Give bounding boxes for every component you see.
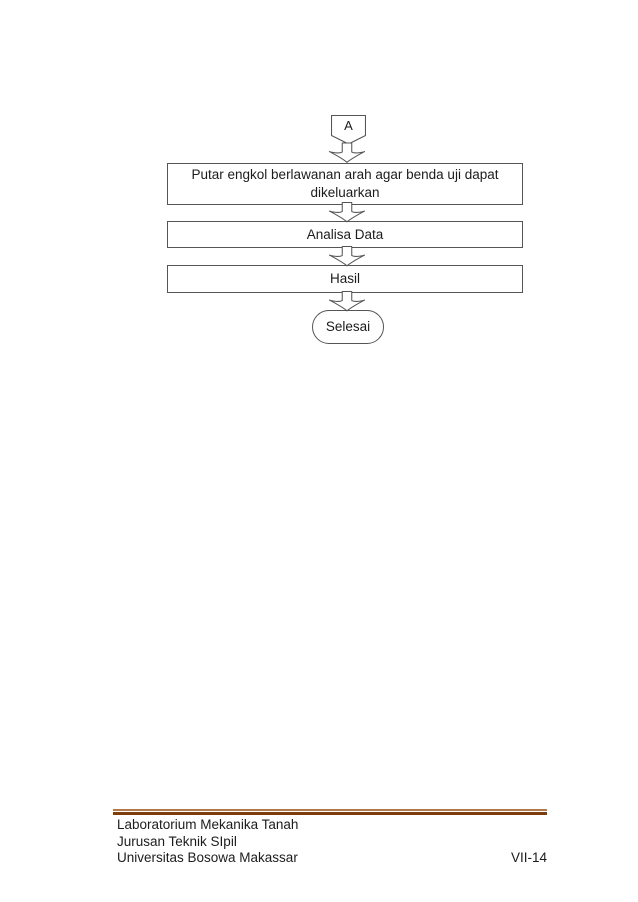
process-step-label: Analisa Data xyxy=(306,226,384,242)
footer-rule-gap xyxy=(113,811,547,812)
process-step-hasil: Hasil xyxy=(167,265,523,293)
offpage-connector-a: A xyxy=(331,115,366,145)
process-step-analisa-data: Analisa Data xyxy=(167,221,523,248)
down-block-arrow-icon xyxy=(328,202,366,223)
offpage-connector-shape xyxy=(331,115,366,145)
footer-rule-bottom xyxy=(113,812,547,815)
process-step-putar-engkol: Putar engkol berlawanan arah agar benda … xyxy=(167,163,523,205)
footer-text: Laboratorium Mekanika Tanah Jurusan Tekn… xyxy=(117,817,457,867)
process-step-label: Putar engkol berlawanan arah agar benda … xyxy=(191,167,499,200)
footer-line-universitas: Universitas Bosowa Makassar xyxy=(117,850,298,865)
footer-line-laboratorium: Laboratorium Mekanika Tanah xyxy=(117,817,299,832)
down-block-arrow-icon xyxy=(328,246,366,267)
down-block-arrow-icon xyxy=(328,291,366,312)
footer-rule-top xyxy=(113,809,547,811)
terminator-label: Selesai xyxy=(325,319,371,334)
page-number: VII-14 xyxy=(510,850,547,865)
process-step-label: Hasil xyxy=(329,271,360,286)
footer-line-jurusan: Jurusan Teknik SIpil xyxy=(117,833,237,849)
terminator-selesai: Selesai xyxy=(312,310,384,344)
down-block-arrow-icon xyxy=(328,142,366,163)
footer-rule xyxy=(113,809,547,815)
connector-label: A xyxy=(344,118,353,133)
